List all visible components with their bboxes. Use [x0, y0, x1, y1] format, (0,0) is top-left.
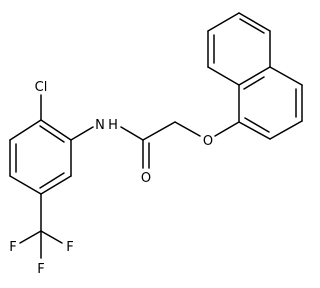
- ring-a-bond: [9, 119, 42, 141]
- c-f-bond: [19, 230, 42, 244]
- fluorine-right-label: F: [66, 240, 73, 255]
- amide-nitrogen-label: N: [95, 118, 105, 133]
- c-ch2-bond: [142, 121, 176, 141]
- amide-hydrogen-label: H: [108, 118, 118, 133]
- o-naphthyl-bond: [214, 121, 240, 137]
- c-f-bond: [40, 230, 63, 244]
- fluorine-left-label: F: [9, 240, 16, 255]
- c-n-bond: [70, 126, 94, 141]
- n-c-bond: [120, 126, 144, 141]
- ring-b-inner-bond: [244, 117, 270, 133]
- ring-c-bond: [207, 12, 240, 32]
- ring-a-bond: [9, 175, 42, 195]
- chlorine-label: Cl: [35, 80, 48, 95]
- ring-a-bond: [40, 175, 72, 195]
- ring-b-bond: [269, 120, 303, 140]
- ring-c-inner-bond: [239, 18, 265, 34]
- ring-c-bond: [238, 12, 271, 32]
- ring-b-inner-bond: [243, 76, 265, 90]
- ether-oxygen-label: O: [203, 134, 213, 149]
- ring-b-bond: [238, 121, 271, 140]
- ring-a-bond: [40, 119, 72, 141]
- ch2-o-bond: [174, 121, 201, 137]
- ring-b-bond: [269, 66, 303, 86]
- ring-a-inner-bond: [39, 125, 65, 143]
- atom-labels: Cl N H O O F F F: [9, 80, 213, 277]
- bonds: [9, 12, 303, 259]
- ring-a-inner-bond: [39, 172, 65, 189]
- fluorine-bottom-label: F: [37, 262, 44, 277]
- ring-b-bond: [238, 66, 271, 86]
- ring-c-bond: [207, 66, 240, 86]
- carbonyl-oxygen-label: O: [141, 171, 151, 186]
